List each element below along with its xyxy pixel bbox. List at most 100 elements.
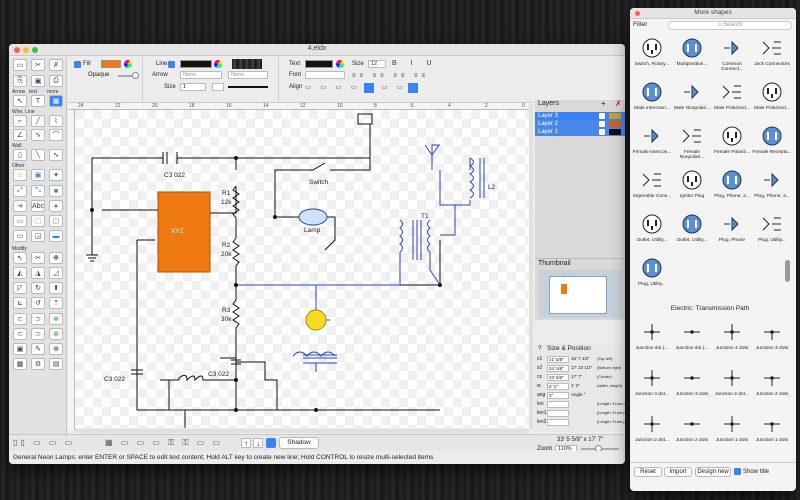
callout-abc-tool-icon[interactable]: ◲	[31, 230, 45, 242]
delete-tool-icon[interactable]: ✗	[49, 59, 63, 71]
box-tool-icon[interactable]: ▢	[49, 215, 63, 227]
shape-tile[interactable]: Plug, Phone, 3...	[752, 168, 792, 210]
arrow-start-select[interactable]: None	[180, 71, 222, 79]
opacity-slider-knob[interactable]	[132, 72, 139, 79]
settings-tool-icon[interactable]: ⚙	[31, 358, 45, 370]
font-size-select[interactable]: 12	[368, 60, 386, 68]
zoom-button[interactable]	[32, 47, 38, 53]
edit-tool-icon[interactable]: ✎	[31, 343, 45, 355]
frame-tool-icon[interactable]: ▣	[13, 343, 27, 355]
grid-tool-icon[interactable]: ▦	[13, 358, 27, 370]
shape-tile[interactable]: Multiposition...	[672, 36, 712, 78]
layer-color-swatch[interactable]	[609, 113, 621, 119]
junction-tile[interactable]: Junction 3 dots	[752, 320, 792, 362]
row-value-1[interactable]	[547, 410, 569, 417]
design-new-button[interactable]: Design new	[695, 467, 731, 477]
shape-tile[interactable]: Plug, Phone	[712, 212, 752, 254]
align-center-button-active[interactable]	[364, 83, 374, 93]
layer-color-swatch[interactable]	[609, 129, 621, 135]
fill-color-swatch[interactable]	[101, 60, 121, 68]
arrow-tool-icon[interactable]: ↖	[13, 95, 27, 107]
row-value-1[interactable]	[547, 401, 569, 408]
text-color-swatch[interactable]	[305, 60, 333, 68]
rounded-rect-tool-icon[interactable]: ▭	[13, 215, 27, 227]
shape-tile[interactable]: Plug, Utility...	[632, 256, 672, 298]
shape-tile[interactable]: Male Interconn...	[632, 80, 672, 122]
pointer-tool-icon[interactable]: ↖	[13, 252, 27, 264]
shadow-button[interactable]: Shadow	[279, 437, 319, 449]
junction-tile[interactable]: Junction 3 dot...	[632, 366, 672, 408]
xyz-block[interactable]	[157, 191, 211, 273]
junction-tile[interactable]: Junction 4 dots	[712, 320, 752, 362]
line-color-swatch[interactable]	[180, 60, 212, 68]
add-layer-button[interactable]: +	[601, 99, 606, 108]
shape-tile[interactable]: Outlet, Utility...	[632, 212, 672, 254]
panel-scrollbar[interactable]	[785, 260, 790, 282]
layers-tool-icon[interactable]: ▤	[49, 358, 63, 370]
arc-tool-icon[interactable]: ⌒	[49, 129, 63, 141]
row-value-1[interactable]: 21' 5/8"	[547, 356, 569, 363]
text-tool-icon[interactable]: T	[31, 95, 45, 107]
paste-tool-icon[interactable]: ▣	[31, 75, 45, 87]
cloud-icon[interactable]	[266, 438, 276, 448]
row-value-1[interactable]: 33' 5/8"	[547, 374, 569, 381]
split-tool-icon[interactable]: ⊃	[31, 328, 45, 340]
reset-button[interactable]: Reset	[634, 467, 662, 477]
shape-tile[interactable]: Female Intercon...	[632, 124, 672, 166]
line-checkbox[interactable]	[168, 61, 175, 68]
link-tool-icon[interactable]: ⊗	[49, 313, 63, 325]
layer-visible-checkbox[interactable]	[599, 113, 605, 119]
wall-wave-tool-icon[interactable]: ∿	[49, 149, 63, 161]
warp-tool-icon[interactable]: ◿	[49, 267, 63, 279]
layer-color-swatch[interactable]	[609, 121, 621, 127]
shape-tile[interactable]: Outlet, Utility...	[672, 212, 712, 254]
row-value-2[interactable]: 16' 7 1/2"	[571, 356, 590, 361]
abc-tool-icon[interactable]: Abc	[31, 200, 45, 212]
print-tool-icon[interactable]: ⎙	[49, 75, 63, 87]
send-backward-icon[interactable]: ↓	[253, 438, 263, 448]
row-value-1[interactable]: 34' 5/8"	[547, 365, 569, 372]
smiley-tool-icon[interactable]: ☺	[13, 169, 27, 181]
rect-tool-icon[interactable]: ■	[49, 185, 63, 197]
line-style-preview[interactable]	[228, 86, 268, 88]
mirror-tool-icon[interactable]: ◭	[13, 267, 27, 279]
shape-tile[interactable]: Female Polariz...	[712, 124, 752, 166]
rotate-tool-icon[interactable]: ↻	[31, 282, 45, 294]
panel-close-button[interactable]	[635, 11, 640, 16]
view-mode-buttons[interactable]: ▯▯ ▭ ▭ ▭	[13, 438, 76, 447]
opacity-slider[interactable]	[118, 75, 138, 77]
line-tool-icon[interactable]: ╱	[31, 115, 45, 127]
row-value-1[interactable]	[547, 419, 569, 426]
image-tool-icon[interactable]: ▣	[31, 169, 45, 181]
curve-tool-icon[interactable]: ∿	[31, 129, 45, 141]
polyline-tool-icon[interactable]: ⌇	[49, 115, 63, 127]
row-value-2[interactable]: Angle °	[571, 392, 586, 397]
row-value-2[interactable]: 17' 10 1/2"	[571, 365, 593, 370]
layer-visible-checkbox[interactable]	[599, 121, 605, 127]
line-color-wheel-icon[interactable]	[214, 60, 222, 68]
layer-row[interactable]: Layer 3	[535, 112, 625, 120]
thumbnail-preview[interactable]	[539, 270, 623, 318]
group-tool-icon[interactable]: ⊂	[13, 313, 27, 325]
junction-tile[interactable]: Junction dot (...	[632, 320, 672, 362]
texture-swatch[interactable]	[232, 59, 262, 69]
bezier-tool-icon[interactable]: ∠	[13, 129, 27, 141]
layer-row[interactable]: Layer 2	[535, 120, 625, 128]
junction-tile[interactable]: Junction dot (...	[672, 320, 712, 362]
help-icon[interactable]: ?	[538, 345, 542, 352]
bring-forward-icon[interactable]: ↑	[241, 438, 251, 448]
text-color-wheel-icon[interactable]	[336, 60, 344, 68]
row-value-2[interactable]: 1' 3"	[571, 383, 580, 388]
skew-tool-icon[interactable]: ◸	[13, 282, 27, 294]
callout-tool-icon[interactable]: ▭	[13, 230, 27, 242]
shape-tile[interactable]: Jack Connectors	[752, 36, 792, 78]
shape-tile[interactable]: Male Nonpolari...	[672, 80, 712, 122]
move-up-tool-icon[interactable]: ⇡	[49, 297, 63, 309]
close-button[interactable]	[14, 47, 20, 53]
wall-tool-icon[interactable]: ▯	[13, 149, 27, 161]
junction-tile[interactable]: Junction 2 dots	[752, 366, 792, 408]
junction-tile[interactable]: Junction 2 dot...	[712, 366, 752, 408]
star-tool-icon[interactable]: ✦	[49, 169, 63, 181]
more-tool-icon[interactable]: ▦	[49, 95, 63, 107]
arrow-up-tool-icon[interactable]: ⬆	[49, 282, 63, 294]
